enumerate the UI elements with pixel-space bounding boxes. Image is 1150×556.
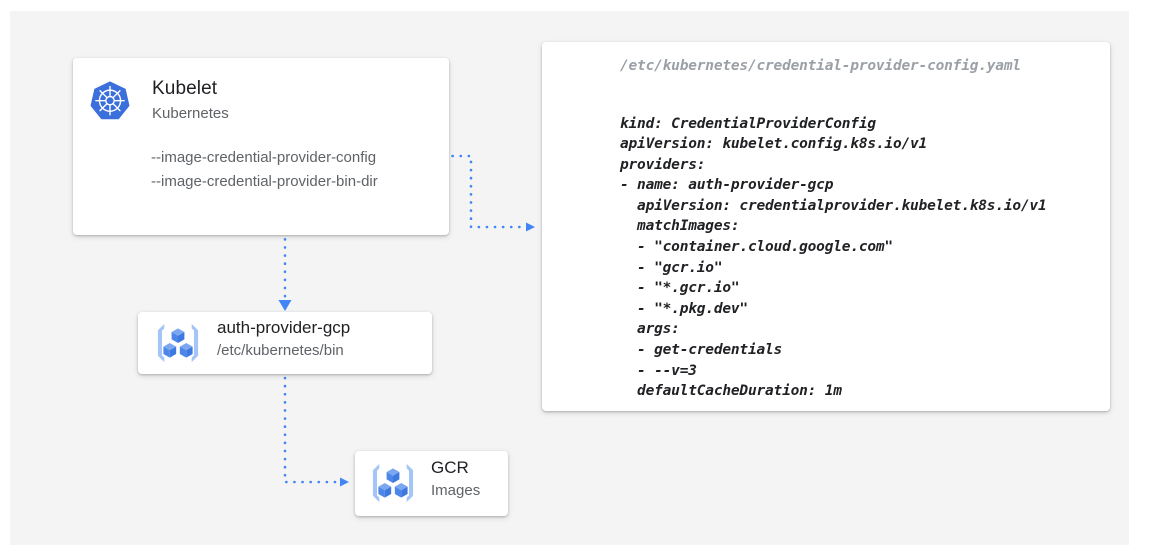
kubelet-title: Kubelet (152, 78, 218, 99)
cube-top (171, 328, 185, 343)
cube-top (386, 468, 400, 483)
config-file-path: /etc/kubernetes/credential-provider-conf… (620, 58, 1021, 74)
kubelet-card[interactable]: Kubelet Kubernetes --image-credential-pr… (73, 58, 449, 235)
kubernetes-logo-icon (90, 81, 130, 120)
kubelet-flag-list: --image-credential-provider-config --ima… (151, 146, 378, 194)
kubelet-flag-config: --image-credential-provider-config (151, 149, 377, 166)
auth-provider-title: auth-provider-gcp (217, 318, 351, 337)
auth-provider-card[interactable]: auth-provider-gcp /etc/kubernetes/bin (138, 312, 432, 374)
gcp-container-registry-icon (157, 323, 199, 363)
kubelet-subtitle: Kubernetes (152, 105, 229, 122)
kubelet-flag-bin-dir: --image-credential-provider-bin-dir (151, 173, 378, 190)
gcp-container-registry-icon (372, 463, 414, 503)
cube-bottom-left (163, 343, 177, 358)
gcr-title: GCR (431, 458, 469, 477)
auth-provider-subtitle: /etc/kubernetes/bin (217, 342, 344, 359)
gcr-subtitle: Images (431, 482, 481, 499)
gcr-card[interactable]: GCR Images (355, 451, 508, 516)
cube-bottom-right (394, 483, 408, 498)
config-yaml-content: kind: CredentialProviderConfig apiVersio… (620, 115, 1047, 400)
cube-bottom-left (378, 483, 392, 498)
cube-bottom-right (179, 343, 193, 358)
credential-provider-config-card[interactable]: /etc/kubernetes/credential-provider-conf… (542, 42, 1110, 411)
